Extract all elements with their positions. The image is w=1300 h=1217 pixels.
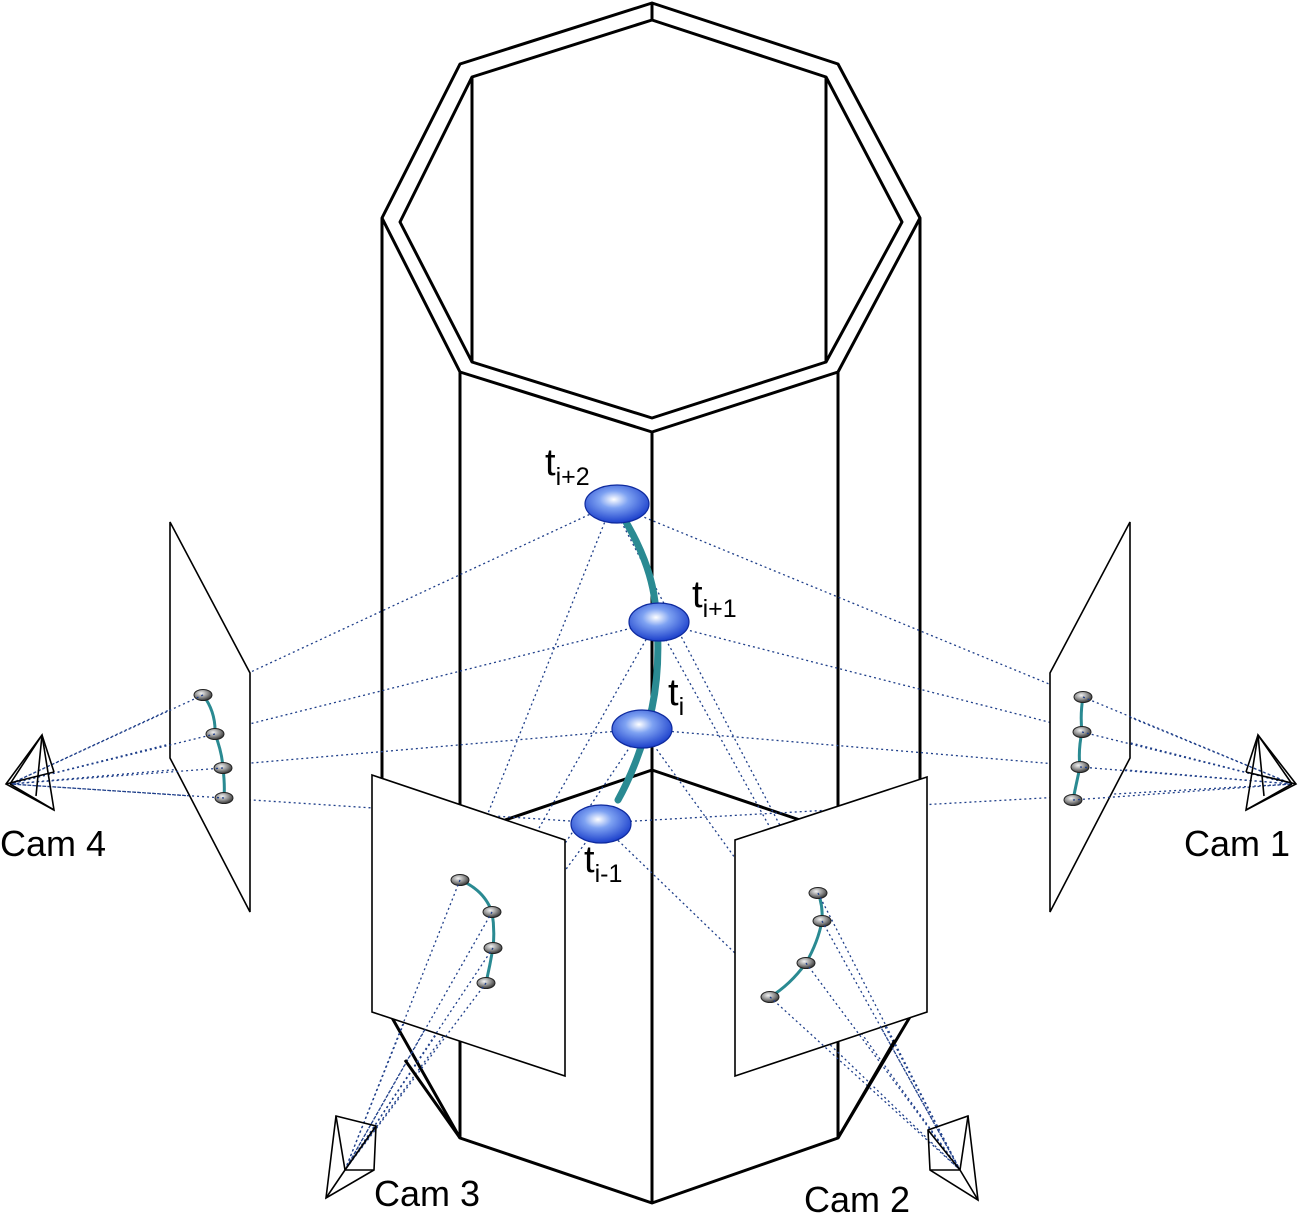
rays-cam-4: [9, 503, 657, 824]
octagonal-tank: [380, 1, 922, 1205]
trajectory-3d: [570, 484, 690, 844]
marker-t-i: [611, 709, 673, 749]
image-plane-cam-1: [1049, 521, 1293, 913]
image-plane-cam-4: [9, 521, 251, 913]
image-plane-cam-2: [734, 775, 961, 1171]
label-t-i: ti: [668, 672, 684, 721]
label-t-i-plus-1: ti+1: [692, 574, 737, 623]
time-labels: ti+2 ti+1 ti ti-1: [545, 442, 737, 888]
image-plane-cam-3: [344, 773, 566, 1171]
label-cam-2: Cam 2: [804, 1179, 910, 1217]
label-cam-4: Cam 4: [0, 823, 106, 864]
tank-lower-edges: [403, 1039, 897, 1139]
label-t-i-plus-2: ti+2: [545, 442, 590, 491]
tank-floor-back: [504, 768, 801, 822]
marker-t-i-plus-1: [628, 602, 690, 642]
tank-rim-inner: [398, 18, 904, 420]
label-cam-3: Cam 3: [374, 1173, 480, 1214]
tank-rim-outer: [380, 1, 922, 434]
rays-cam-1: [599, 503, 1293, 824]
label-cam-1: Cam 1: [1184, 823, 1290, 864]
label-t-i-minus-1: ti-1: [584, 839, 622, 888]
marker-t-i-minus-1: [570, 804, 632, 844]
camera-2-icon: [927, 1114, 979, 1202]
camera-4-icon: [4, 732, 56, 812]
camera-3-icon: [325, 1115, 377, 1200]
marker-t-i-plus-2: [584, 484, 650, 524]
camera-1-icon: [1244, 733, 1298, 812]
